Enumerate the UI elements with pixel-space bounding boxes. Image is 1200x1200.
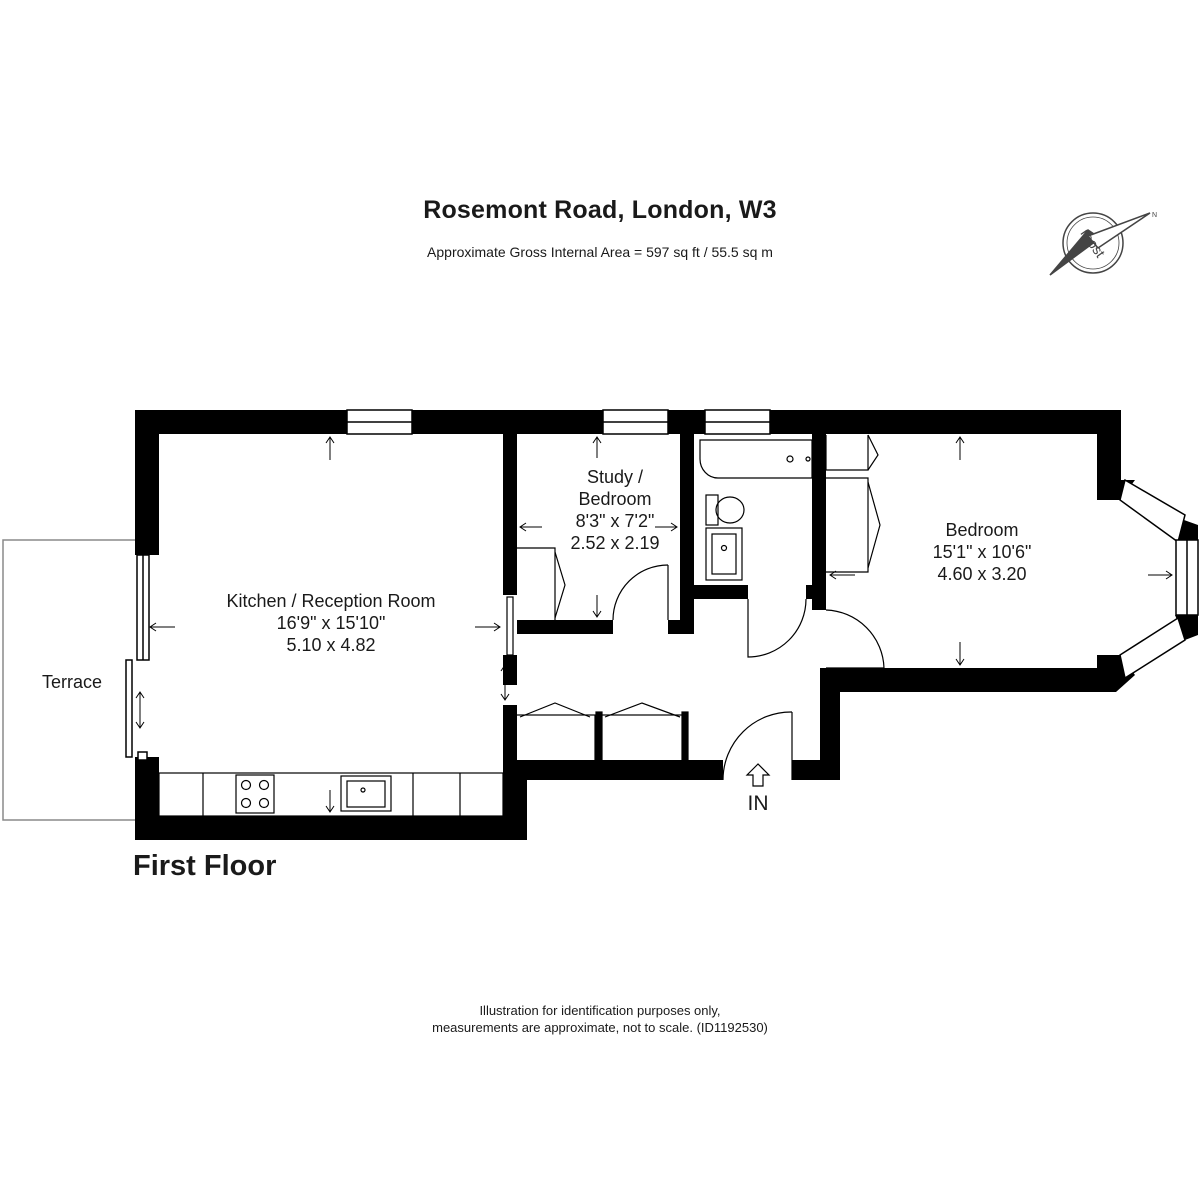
windows bbox=[136, 409, 1199, 680]
dimension-arrows bbox=[135, 436, 1173, 813]
entrance-arrow-icon bbox=[745, 763, 771, 787]
room-name: Terrace bbox=[41, 672, 103, 692]
floor-label: First Floor bbox=[133, 850, 277, 882]
disclaimer-line-2: measurements are approximate, not to sca… bbox=[432, 1020, 768, 1035]
entrance-label: IN bbox=[747, 792, 769, 815]
room-metric: 5.10 x 4.82 bbox=[286, 635, 376, 655]
terrace-outline bbox=[2, 539, 135, 821]
gross-internal-area: Approximate Gross Internal Area = 597 sq… bbox=[427, 244, 773, 260]
doors bbox=[506, 564, 885, 781]
wardrobes bbox=[514, 434, 881, 764]
sink-icon bbox=[340, 775, 392, 812]
compass-north-mark: N bbox=[1152, 212, 1157, 219]
hob-icon bbox=[235, 774, 275, 814]
room-name-line2: Bedroom bbox=[578, 489, 652, 509]
room-imperial: 15'1" x 10'6" bbox=[932, 542, 1032, 562]
room-name-line1: Study / bbox=[586, 467, 644, 487]
kitchen-fittings bbox=[158, 772, 504, 817]
room-metric: 2.52 x 2.19 bbox=[570, 533, 660, 553]
bathroom-fixtures bbox=[699, 439, 813, 581]
terrace-door bbox=[125, 659, 148, 761]
room-imperial: 8'3" x 7'2" bbox=[575, 511, 655, 531]
disclaimer: Illustration for identification purposes… bbox=[0, 1002, 1200, 1036]
room-label-bedroom: Bedroom 15'1" x 10'6" 4.60 x 3.20 bbox=[902, 519, 1062, 585]
walls bbox=[135, 410, 1198, 840]
room-label-terrace: Terrace bbox=[22, 671, 122, 693]
basin-icon bbox=[705, 527, 743, 581]
room-name: Bedroom bbox=[945, 520, 1019, 540]
page-title: Rosemont Road, London, W3 bbox=[423, 196, 777, 224]
room-metric: 4.60 x 3.20 bbox=[937, 564, 1027, 584]
room-label-study: Study / Bedroom 8'3" x 7'2" 2.52 x 2.19 bbox=[540, 466, 690, 554]
disclaimer-line-1: Illustration for identification purposes… bbox=[479, 1003, 721, 1018]
bathtub-icon bbox=[699, 439, 813, 479]
room-name: Kitchen / Reception Room bbox=[226, 591, 436, 611]
room-imperial: 16'9" x 15'10" bbox=[276, 613, 386, 633]
toilet-icon bbox=[705, 494, 745, 526]
room-label-kitchen: Kitchen / Reception Room 16'9" x 15'10" … bbox=[201, 590, 461, 656]
